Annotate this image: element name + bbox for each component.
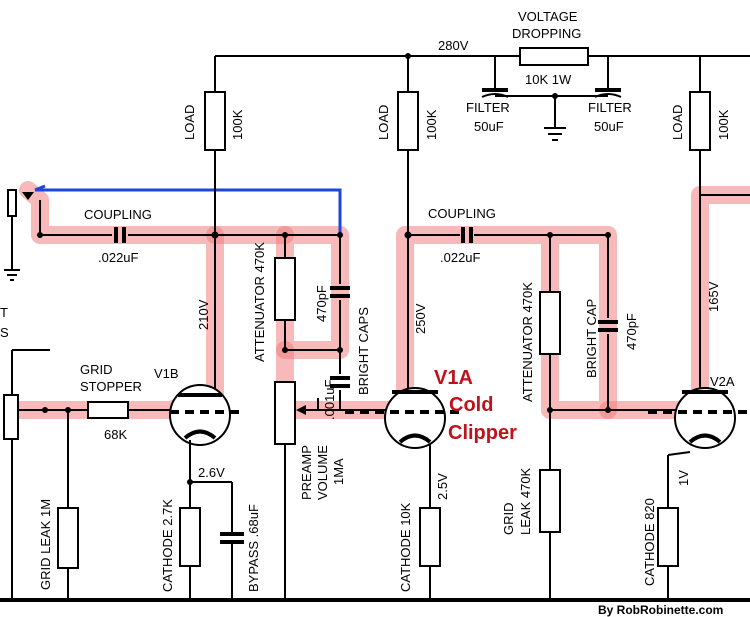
v1a-cathode-resistor bbox=[419, 507, 441, 567]
v1b-plate-voltage: 210V bbox=[196, 299, 211, 330]
v1a-coupling-value: .022uF bbox=[440, 250, 481, 265]
v1b-grid-leak bbox=[57, 507, 79, 569]
labels: 280V VOLTAGE DROPPING 10K 1W FILTER 50uF… bbox=[0, 9, 735, 617]
b-plus-voltage: 280V bbox=[438, 38, 469, 53]
v1b-load-value: 100K bbox=[230, 109, 245, 140]
v1a-coupling-label: COUPLING bbox=[428, 206, 496, 221]
v2a-plate-voltage: 165V bbox=[706, 281, 721, 312]
v1b-cathode-voltage: 2.6V bbox=[198, 465, 225, 480]
bright-caps-label: BRIGHT CAPS bbox=[356, 307, 371, 395]
v1a-load-resistor bbox=[397, 91, 419, 151]
v1a-attenuator-label: ATTENUATOR 470K bbox=[520, 282, 535, 402]
tonestack-bright-cap-value: 470pF bbox=[314, 285, 329, 322]
grid-stopper-value: 68K bbox=[104, 427, 127, 442]
filter-left-label: FILTER bbox=[466, 100, 510, 115]
v1b-section bbox=[3, 91, 244, 600]
v1b-coupling-value: .022uF bbox=[98, 250, 139, 265]
volume-cap-value: .001uF bbox=[322, 379, 337, 420]
tonestack-section bbox=[215, 232, 405, 600]
v2a-load-resistor bbox=[689, 91, 711, 151]
v2a-load-label: LOAD bbox=[670, 105, 685, 140]
grid-stopper-line1: GRID bbox=[80, 362, 113, 377]
v1a-grid-leak-line1: GRID bbox=[501, 503, 516, 536]
dropping-title-1: VOLTAGE bbox=[518, 9, 578, 24]
v1a-load-value: 100K bbox=[424, 109, 439, 140]
v1a-grid-leak bbox=[539, 469, 561, 533]
v2a-section bbox=[648, 91, 750, 600]
volume-line2: VOLUME bbox=[315, 445, 330, 500]
v1a-cathode-voltage: 2.5V bbox=[435, 473, 450, 500]
v1b-tube-name: V1B bbox=[154, 366, 179, 381]
b-plus-rail bbox=[214, 47, 750, 141]
preamp-volume-pot bbox=[274, 381, 296, 445]
bright-switch-wire bbox=[35, 188, 342, 235]
credit-text: By RobRobinette.com bbox=[598, 603, 723, 617]
v1b-coupling-label: COUPLING bbox=[84, 207, 152, 222]
filter-right-value: 50uF bbox=[594, 119, 624, 134]
dropping-resistor bbox=[519, 47, 589, 66]
v1a-bright-cap-value: 470pF bbox=[624, 313, 639, 350]
v1b-cathode-label: CATHODE 2.7K bbox=[160, 499, 175, 592]
v1a-plate-voltage: 250V bbox=[413, 303, 428, 334]
v1a-name-line1: V1A bbox=[434, 367, 473, 389]
grid-stopper-resistor bbox=[87, 401, 129, 419]
v1a-load-label: LOAD bbox=[376, 105, 391, 140]
edge-fragment-t: T bbox=[0, 305, 8, 320]
v1a-section bbox=[345, 91, 690, 600]
v1b-load-resistor bbox=[204, 91, 226, 151]
signal-path-highlight bbox=[11, 181, 750, 419]
v2a-load-value: 100K bbox=[716, 109, 731, 140]
v2a-cathode-resistor bbox=[657, 507, 679, 567]
v1a-name-line3: Clipper bbox=[448, 422, 517, 444]
filter-left-value: 50uF bbox=[474, 119, 504, 134]
grid-stopper-line2: STOPPER bbox=[80, 379, 142, 394]
v1a-bright-cap-label: BRIGHT CAP bbox=[584, 299, 599, 378]
v1a-attenuator bbox=[539, 291, 561, 355]
v1a-name-line2: Cold bbox=[449, 394, 493, 416]
v2a-cathode-voltage: 1V bbox=[676, 470, 691, 486]
tonestack-attenuator-label: ATTENUATOR 470K bbox=[252, 242, 267, 362]
v1b-load-label: LOAD bbox=[182, 105, 197, 140]
dropping-value: 10K 1W bbox=[525, 72, 572, 87]
volume-line1: PREAMP bbox=[299, 445, 314, 500]
v2a-cathode-label: CATHODE 820 bbox=[642, 498, 657, 586]
filter-right-label: FILTER bbox=[588, 100, 632, 115]
v1b-bypass-label: BYPASS .68uF bbox=[246, 504, 261, 592]
input-jack bbox=[4, 189, 34, 281]
dropping-title-2: DROPPING bbox=[512, 26, 581, 41]
v2a-tube-name: V2A bbox=[710, 374, 735, 389]
v1a-grid-leak-line2: LEAK 470K bbox=[518, 467, 533, 535]
attenuator-470k bbox=[274, 257, 296, 321]
volume-line3: 1MA bbox=[331, 458, 346, 485]
v1a-cathode-label: CATHODE 10K bbox=[398, 502, 413, 592]
v1b-grid-leak-label: GRID LEAK 1M bbox=[38, 499, 53, 590]
edge-fragment-s: S bbox=[0, 325, 9, 340]
v1b-cathode-resistor bbox=[179, 507, 201, 567]
